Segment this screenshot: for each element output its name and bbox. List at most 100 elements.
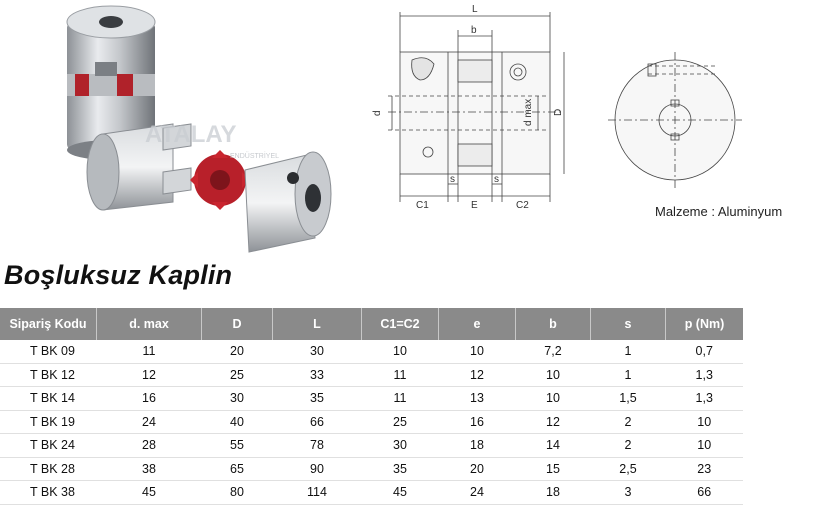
table-cell: 114 xyxy=(307,485,327,500)
table-cell: 0,7 xyxy=(695,344,713,359)
table-cell: 2,5 xyxy=(619,461,637,476)
table-cell: 10 xyxy=(697,414,712,429)
table-cell: 78 xyxy=(310,438,324,453)
watermark-brand: ATALAY xyxy=(145,121,237,148)
table-cell: 1,3 xyxy=(695,391,713,406)
col-header-s: s xyxy=(590,308,666,340)
col-header-D: D xyxy=(201,308,273,340)
table-cell: 11 xyxy=(393,367,407,382)
table-cell: 3 xyxy=(624,485,632,500)
table-cell: 7,2 xyxy=(544,344,562,359)
table-cell: 14 xyxy=(546,438,560,453)
table-row: T BK 28 38 65 90 35 20 15 2,5 23 xyxy=(0,457,743,481)
col-header-order-code: Sipariş Kodu xyxy=(0,308,97,340)
table-cell: 1,5 xyxy=(619,391,637,406)
table-cell: 45 xyxy=(393,485,407,500)
table-cell: 18 xyxy=(546,485,560,500)
table-cell: 65 xyxy=(230,461,244,476)
table-cell: 66 xyxy=(697,485,712,500)
spec-table: Sipariş Kodu d. max D L C1=C2 e b s p (N… xyxy=(0,308,743,505)
table-cell: 24 xyxy=(142,414,156,429)
dim-L-label: L xyxy=(472,4,478,15)
table-cell: 35 xyxy=(393,461,407,476)
col-header-torque: p (Nm) xyxy=(665,308,743,340)
order-code-cell: T BK 09 xyxy=(30,344,75,359)
table-cell: 33 xyxy=(310,367,324,382)
table-header-row: Sipariş Kodu d. max D L C1=C2 e b s p (N… xyxy=(0,308,743,340)
table-cell: 25 xyxy=(393,414,407,429)
dim-b-label: b xyxy=(471,25,477,36)
table-cell: 28 xyxy=(142,438,156,453)
watermark-sub: ENDÜSTRİYEL xyxy=(230,151,279,160)
dim-s1-label: s xyxy=(450,174,455,185)
order-code-cell: T BK 28 xyxy=(30,461,75,476)
technical-drawing-end xyxy=(608,52,742,190)
table-cell: 24 xyxy=(470,485,484,500)
dim-s2-label: s xyxy=(494,174,499,185)
table-cell: 12 xyxy=(142,367,156,382)
col-header-e: e xyxy=(438,308,516,340)
table-cell: 18 xyxy=(470,438,484,453)
table-cell: 12 xyxy=(470,367,484,382)
table-cell: 10 xyxy=(393,344,407,359)
table-cell: 45 xyxy=(142,485,156,500)
table-cell: 38 xyxy=(142,461,156,476)
table-cell: 55 xyxy=(230,438,244,453)
table-row: T BK 12 12 25 33 11 12 10 1 1,3 xyxy=(0,363,743,387)
table-cell: 25 xyxy=(230,367,244,382)
table-cell: 13 xyxy=(470,391,484,406)
table-cell: 2 xyxy=(624,414,632,429)
table-cell: 35 xyxy=(310,391,324,406)
table-cell: 23 xyxy=(697,461,712,476)
table-cell: 12 xyxy=(546,414,560,429)
table-cell: 1,3 xyxy=(695,367,713,382)
order-code-cell: T BK 14 xyxy=(30,391,75,406)
table-cell: 1 xyxy=(624,344,632,359)
order-code-cell: T BK 24 xyxy=(30,438,75,453)
right-hub xyxy=(244,151,332,253)
table-cell: 16 xyxy=(142,391,156,406)
table-row: T BK 24 28 55 78 30 18 14 2 10 xyxy=(0,434,743,457)
table-cell: 20 xyxy=(230,344,244,359)
table-cell: 90 xyxy=(310,461,324,476)
table-cell: 30 xyxy=(393,438,407,453)
table-cell: 11 xyxy=(393,391,407,406)
table-cell: 11 xyxy=(142,344,156,359)
table-cell: 30 xyxy=(230,391,244,406)
table-cell: 10 xyxy=(470,344,484,359)
col-header-L: L xyxy=(272,308,362,340)
dim-D-label: D xyxy=(553,109,564,116)
order-code-cell: T BK 38 xyxy=(30,485,75,500)
spider-insert xyxy=(190,150,250,210)
dim-C1-label: C1 xyxy=(416,200,429,211)
table-cell: 30 xyxy=(310,344,324,359)
table-cell: 66 xyxy=(310,414,324,429)
order-code-cell: T BK 12 xyxy=(30,367,75,382)
dim-E-label: E xyxy=(471,200,478,211)
table-cell: 15 xyxy=(546,461,560,476)
table-cell: 40 xyxy=(230,414,244,429)
col-header-b: b xyxy=(515,308,591,340)
table-cell: 2 xyxy=(624,438,632,453)
page-title: Boşluksuz Kaplin xyxy=(4,260,233,290)
table-row: T BK 19 24 40 66 25 16 12 2 10 xyxy=(0,410,743,434)
left-hub xyxy=(86,123,192,211)
table-cell: 20 xyxy=(470,461,484,476)
dim-C2-label: C2 xyxy=(516,200,529,211)
table-cell: 16 xyxy=(470,414,484,429)
table-cell: 1 xyxy=(624,367,632,382)
table-cell: 10 xyxy=(546,367,560,382)
table-cell: 10 xyxy=(546,391,560,406)
table-cell: 10 xyxy=(697,438,712,453)
material-note: Malzeme : Aluminyum xyxy=(655,204,783,219)
col-header-C1-C2: C1=C2 xyxy=(361,308,439,340)
col-header-d-max: d. max xyxy=(96,308,202,340)
order-code-cell: T BK 19 xyxy=(30,414,75,429)
technical-drawing-side: L b d d max D s s C1 E C2 xyxy=(372,4,565,211)
table-row: T BK 09 11 20 30 10 10 7,2 1 0,7 xyxy=(0,340,743,363)
dim-d-label: d xyxy=(372,110,383,116)
table-row: T BK 14 16 30 35 11 13 10 1,5 1,3 xyxy=(0,387,743,410)
dim-dmax-label: d max xyxy=(523,99,534,126)
